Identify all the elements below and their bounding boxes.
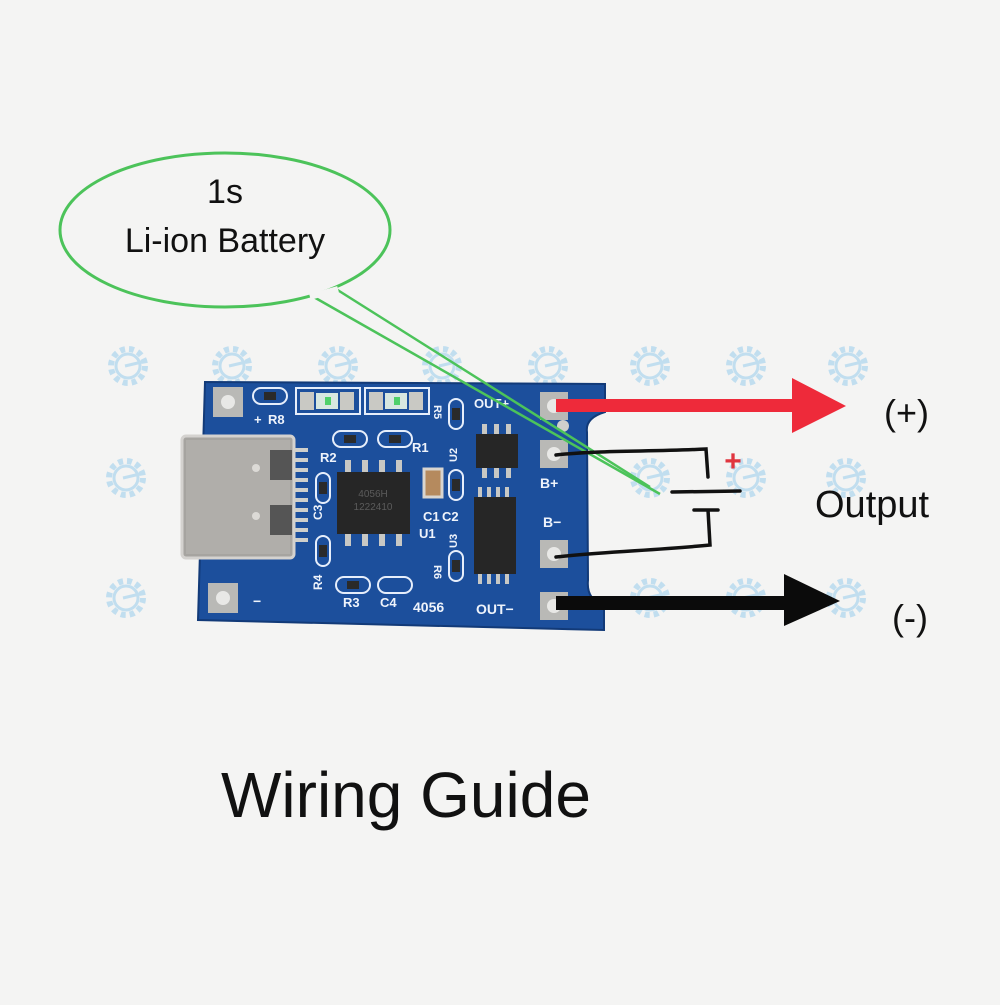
gear-logo-icon: [633, 461, 667, 495]
gear-logo-icon: [633, 349, 667, 383]
silkscreen: + R8 R1 R2 R3 R4 R5 R6 C1 C2 C3 C4 U1 U2…: [253, 396, 561, 617]
silk-out-plus: OUT+: [474, 396, 509, 411]
wire-b-minus: [554, 508, 720, 559]
mounting-pads: [208, 387, 569, 620]
chip-u1-4056h: 4056H 1222410: [337, 460, 410, 546]
silk-u2: U2: [448, 448, 460, 462]
battery-callout: [58, 151, 661, 496]
silk-plus: +: [254, 412, 262, 427]
gear-logo-icon: [109, 461, 143, 495]
chip-u2: [476, 424, 518, 478]
callout-text-line2: Li-ion Battery: [124, 222, 326, 260]
silk-c3: C3: [311, 504, 325, 520]
smd-footprints: [252, 387, 464, 594]
negative-output-arrow: [556, 574, 840, 626]
usb-c-connector: [180, 434, 308, 560]
chip-marking-line2: 1222410: [354, 502, 393, 513]
callout-bubble: [58, 151, 392, 309]
capacitor-c1: [422, 467, 444, 499]
chip-marking-line1: 4056H: [358, 489, 387, 500]
gear-logo-icon: [829, 581, 863, 615]
output-group-label: Output: [815, 484, 930, 526]
battery-plate-positive: [670, 489, 742, 494]
silk-r4: R4: [311, 574, 325, 590]
silk-r2: R2: [320, 450, 337, 465]
gear-logo-icon: [111, 349, 145, 383]
positive-output-arrow: [556, 378, 846, 433]
silk-r8: R8: [268, 412, 285, 427]
gear-logo-icon: [215, 349, 249, 383]
silk-b-minus: B−: [543, 514, 561, 530]
silk-minus: −: [253, 593, 261, 609]
silk-u3: U3: [448, 534, 460, 548]
silk-b-plus: B+: [540, 475, 558, 491]
gear-logo-icon: [729, 349, 763, 383]
negative-output-label: (-): [892, 597, 928, 638]
battery-wiring: [554, 447, 742, 559]
silk-out-minus: OUT−: [476, 601, 514, 617]
diagram-title: Wiring Guide: [221, 759, 591, 831]
positive-output-label: (+): [884, 392, 929, 433]
battery-polarity-mark: +: [724, 445, 742, 478]
silk-r5: R5: [431, 405, 443, 419]
gear-logo-icon: [109, 581, 143, 615]
silk-r3: R3: [343, 595, 360, 610]
chip-u3: [474, 487, 516, 584]
wire-b-plus: [554, 447, 710, 479]
gear-logo-icon: [831, 349, 865, 383]
gear-logo-icon: [531, 349, 565, 383]
led-indicators: [295, 387, 430, 415]
silk-u1: U1: [419, 526, 436, 541]
tp4056-charger-board: 4056H 1222410: [180, 380, 606, 632]
silk-r6: R6: [431, 565, 443, 579]
callout-text-line1: 1s: [207, 173, 243, 211]
gear-logo-icon: [321, 349, 355, 383]
silk-board-name: 4056: [413, 599, 444, 615]
silk-c1: C1: [423, 509, 440, 524]
silk-c4: C4: [380, 595, 397, 610]
silk-r1: R1: [412, 440, 429, 455]
silk-c2: C2: [442, 509, 459, 524]
